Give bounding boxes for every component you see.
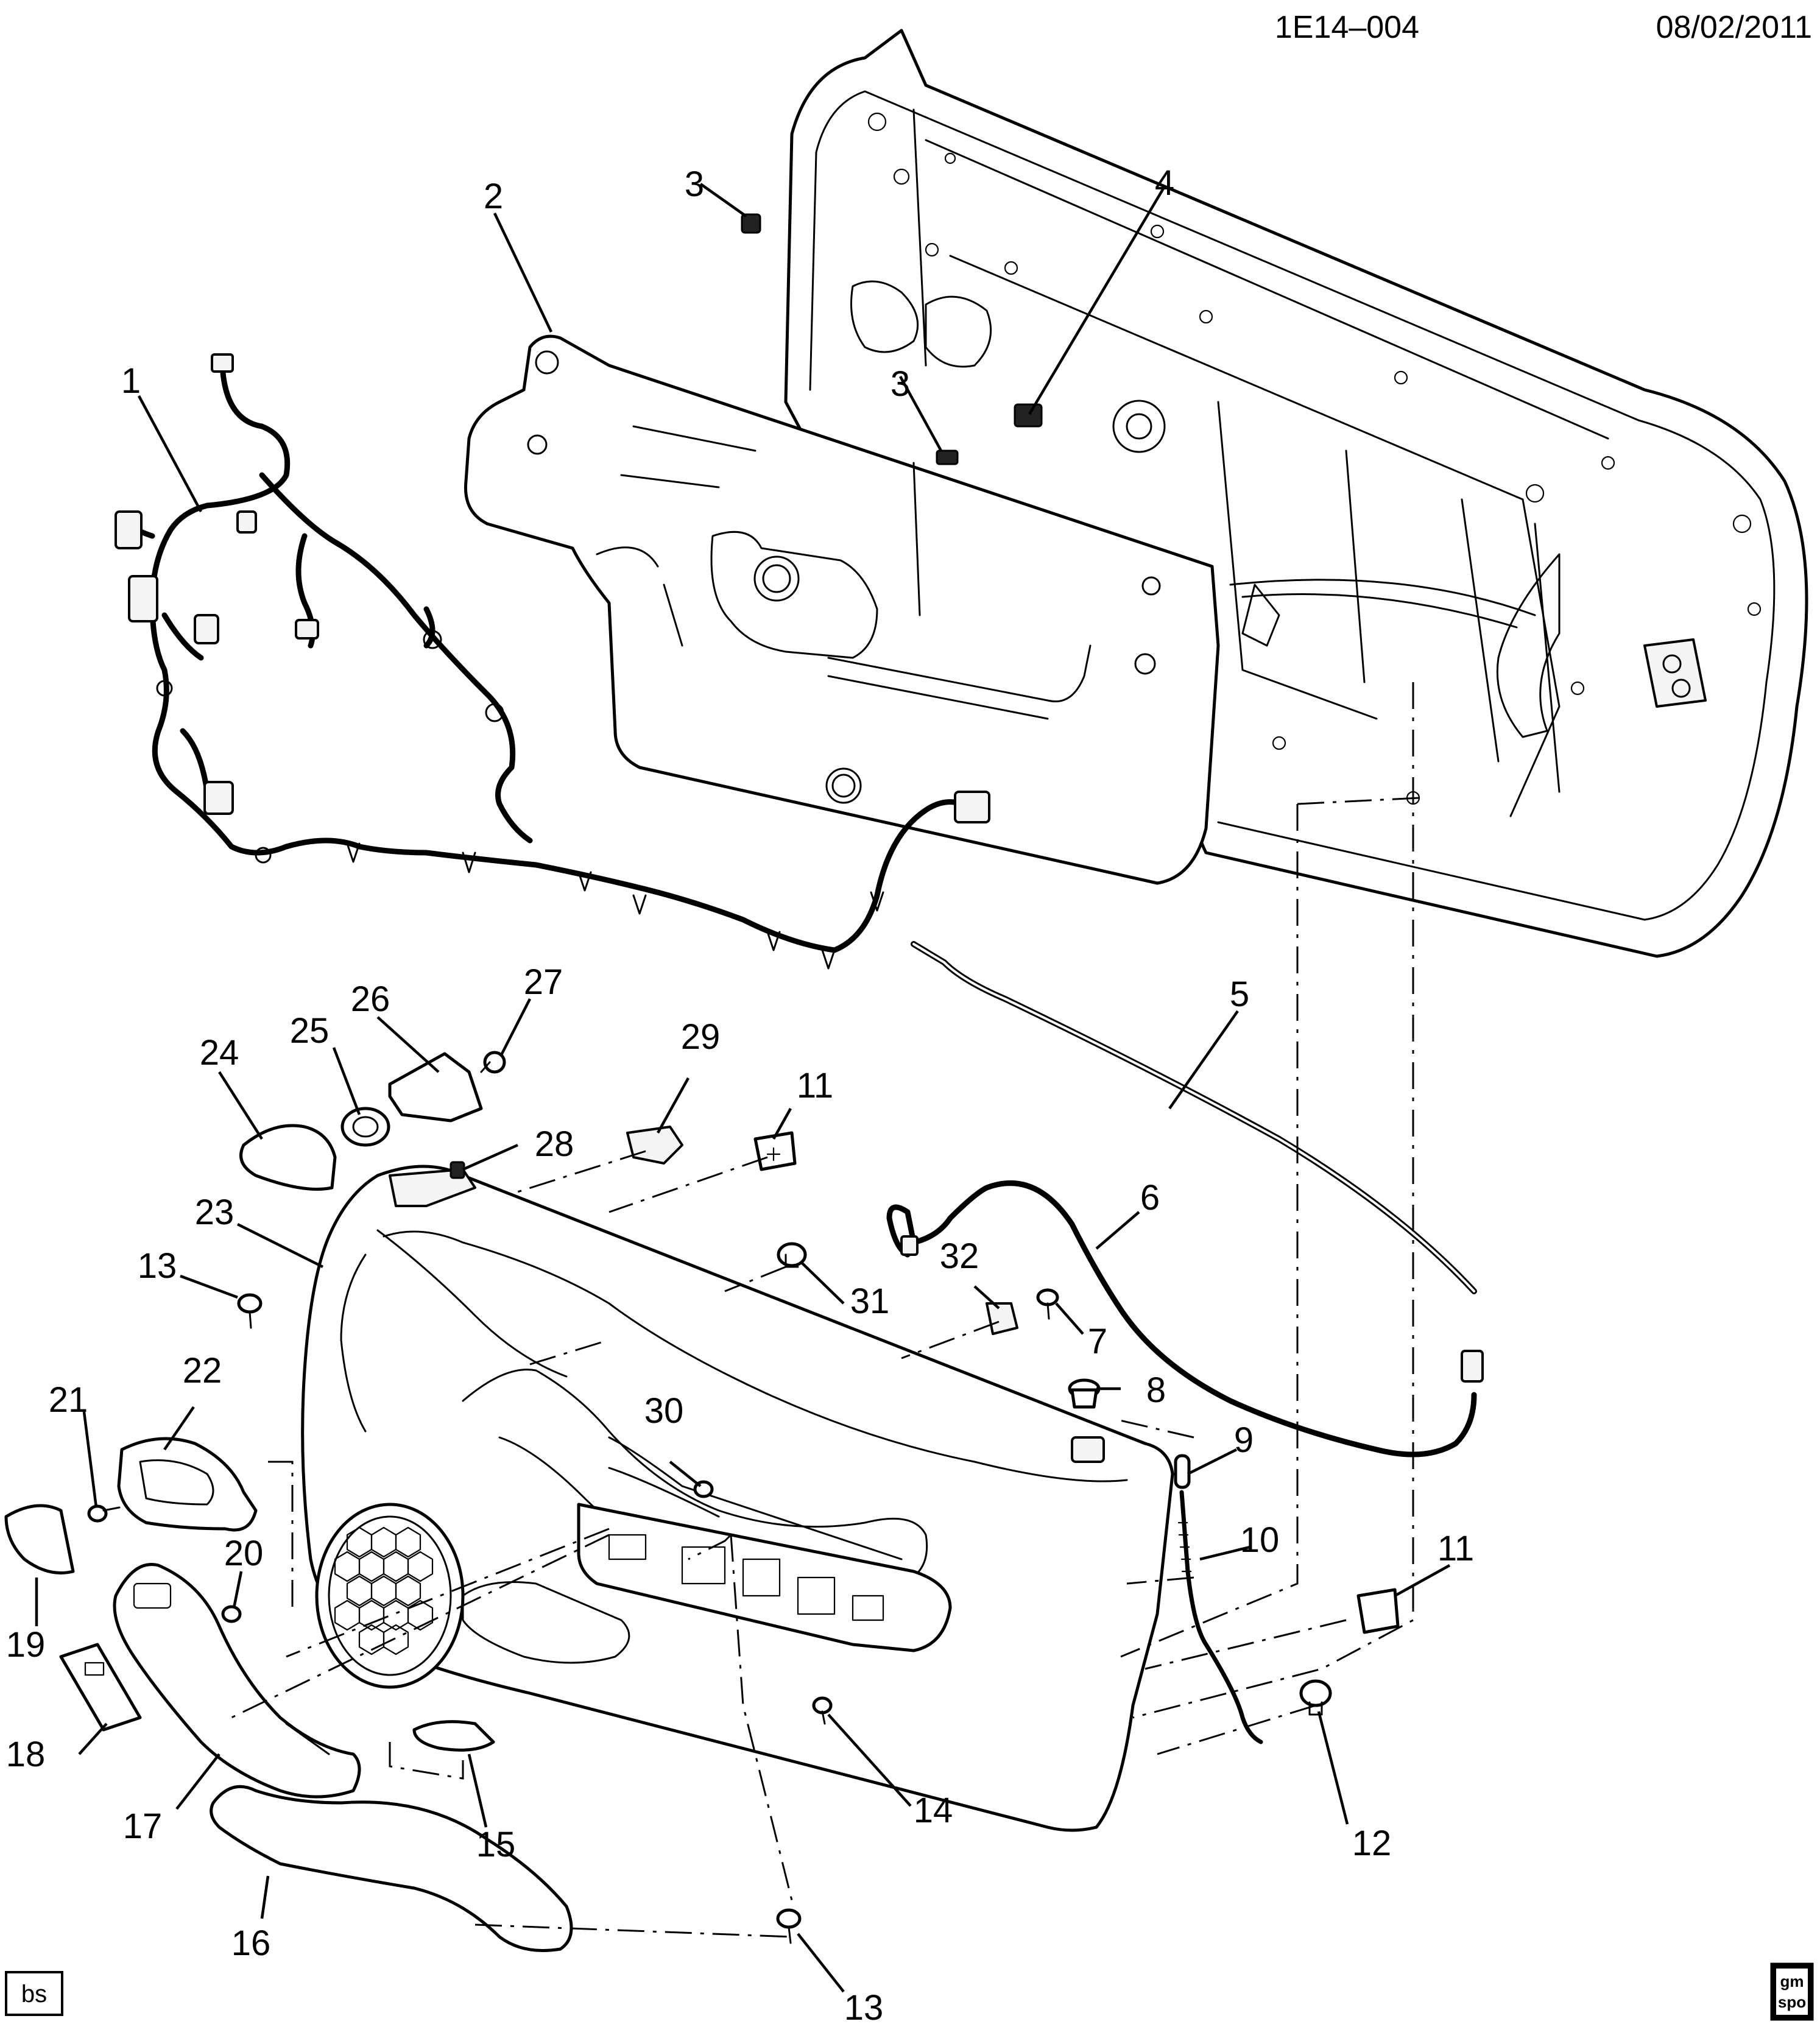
callout-5: 5 bbox=[1230, 975, 1249, 1014]
callout-18: 18 bbox=[6, 1735, 46, 1774]
screw-13-lower bbox=[776, 1908, 802, 1944]
screw-20 bbox=[221, 1605, 242, 1623]
callout-13-upper: 13 bbox=[138, 1246, 177, 1286]
armrest-switch-cover bbox=[113, 1563, 361, 1799]
callout-3-upper: 3 bbox=[685, 164, 704, 204]
diagram-reference: 1E14–004 bbox=[1275, 10, 1419, 45]
screw-27 bbox=[480, 1051, 506, 1074]
callout-21: 21 bbox=[49, 1380, 88, 1420]
callout-6: 6 bbox=[1140, 1178, 1160, 1218]
grommet-8 bbox=[1068, 1378, 1101, 1409]
assembly-guide-lines bbox=[231, 682, 1420, 1938]
callout-24: 24 bbox=[200, 1033, 239, 1073]
inside-handle-housing bbox=[117, 1437, 258, 1532]
logo-spo: spo bbox=[1778, 1993, 1806, 2011]
speaker-trim-cover bbox=[239, 1124, 337, 1191]
switch-bezel bbox=[388, 1052, 483, 1123]
callout-12: 12 bbox=[1352, 1824, 1392, 1863]
door-release-cable bbox=[886, 1180, 1484, 1458]
artist-initials: bs bbox=[21, 1981, 47, 2008]
callout-11-lower: 11 bbox=[1437, 1529, 1474, 1568]
callout-23: 23 bbox=[195, 1193, 235, 1232]
callout-leaders bbox=[35, 183, 1451, 1993]
callout-3-lower: 3 bbox=[891, 364, 910, 404]
fastener-31 bbox=[777, 1242, 807, 1268]
foam-pad-lower bbox=[1356, 1588, 1400, 1634]
door-trim-panel bbox=[301, 1165, 1174, 1832]
callout-32: 32 bbox=[940, 1236, 979, 1276]
callout-17: 17 bbox=[123, 1807, 163, 1846]
callout-22: 22 bbox=[183, 1351, 222, 1391]
callout-7: 7 bbox=[1088, 1322, 1107, 1361]
callout-4: 4 bbox=[1155, 163, 1174, 203]
callout-8: 8 bbox=[1146, 1370, 1166, 1410]
window-sealing-strip bbox=[911, 941, 1477, 1294]
push-pin-12 bbox=[1299, 1679, 1332, 1716]
lock-rod bbox=[1174, 1454, 1263, 1744]
screw-21 bbox=[87, 1504, 121, 1523]
speaker-grille-pattern bbox=[334, 1526, 434, 1655]
callout-9: 9 bbox=[1234, 1420, 1254, 1460]
logo-gm: gm bbox=[1780, 1972, 1804, 1990]
armrest-pad bbox=[210, 1785, 573, 1952]
callout-10: 10 bbox=[1240, 1520, 1280, 1560]
clip-32 bbox=[986, 1302, 1018, 1335]
mirror-switch-knob bbox=[340, 1107, 390, 1147]
callout-31: 31 bbox=[850, 1281, 890, 1321]
callout-14: 14 bbox=[914, 1791, 953, 1830]
wiring-harness bbox=[115, 353, 990, 970]
callout-28: 28 bbox=[535, 1124, 574, 1164]
callout-27: 27 bbox=[524, 962, 563, 1002]
trim-cap-19 bbox=[4, 1504, 75, 1574]
pull-cup-insert bbox=[412, 1720, 495, 1752]
callout-2: 2 bbox=[484, 177, 503, 216]
callout-11-upper: 11 bbox=[797, 1066, 833, 1105]
callout-25: 25 bbox=[290, 1011, 330, 1051]
callout-19: 19 bbox=[6, 1625, 46, 1665]
callout-30: 30 bbox=[644, 1391, 684, 1431]
water-deflector bbox=[464, 334, 1220, 885]
screw-14 bbox=[812, 1696, 833, 1725]
callout-16: 16 bbox=[231, 1923, 271, 1963]
clip-28 bbox=[450, 1161, 465, 1179]
artist-initials-badge: bs bbox=[5, 1971, 63, 2016]
window-switch-18 bbox=[59, 1643, 142, 1732]
screw-7 bbox=[1036, 1288, 1059, 1320]
gm-spo-logo: gm spo bbox=[1770, 1962, 1814, 2021]
diagram-date: 08/02/2011 bbox=[1656, 10, 1812, 45]
callout-29: 29 bbox=[681, 1017, 721, 1057]
callout-1: 1 bbox=[121, 361, 141, 401]
retainer-29 bbox=[626, 1126, 683, 1165]
screw-13-upper bbox=[237, 1293, 263, 1329]
callout-15: 15 bbox=[476, 1825, 516, 1864]
callout-13-lower: 13 bbox=[844, 1988, 884, 2027]
callout-20: 20 bbox=[224, 1534, 264, 1573]
callout-labels: 1 2 3 3 4 5 6 7 8 9 10 11 11 12 13 13 14… bbox=[6, 163, 1474, 2027]
callout-26: 26 bbox=[351, 979, 390, 1019]
